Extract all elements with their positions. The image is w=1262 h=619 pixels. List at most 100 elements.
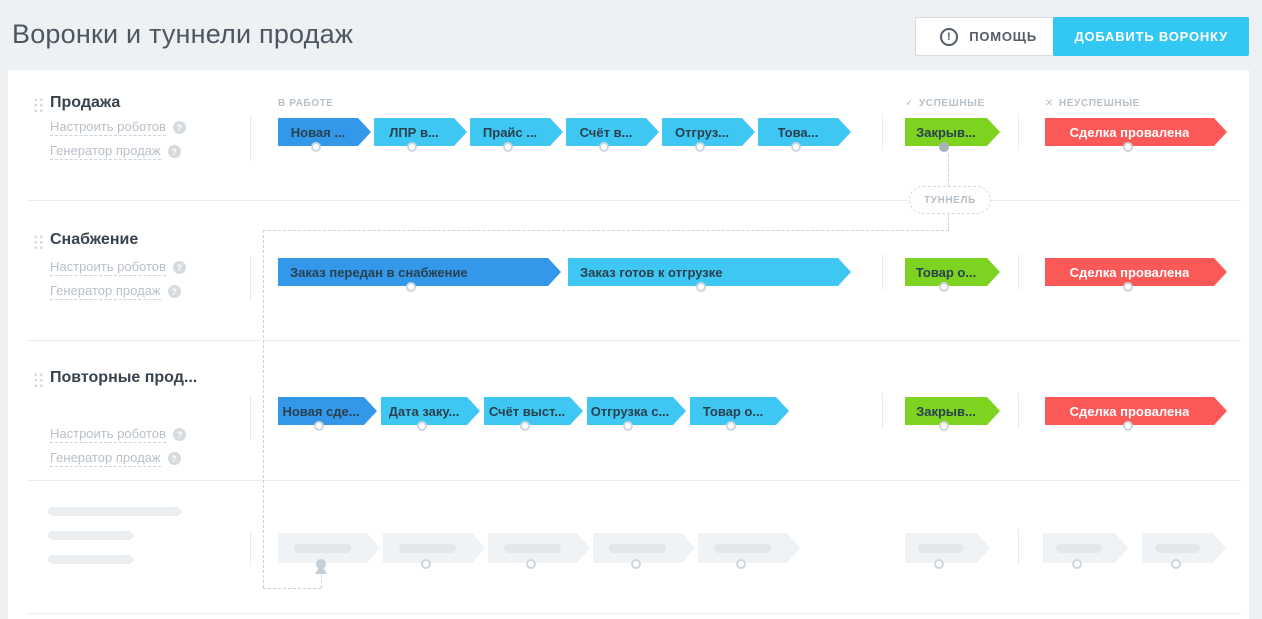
funnel-row-supply: Снабжение Настроить роботов ? Генератор … (8, 200, 1249, 340)
stage-arrow-fail[interactable]: Сделка провалена (1045, 258, 1227, 292)
skeleton-stage-arrow[interactable] (698, 533, 800, 569)
stage-arrow-shape: Отгрузка с... (587, 397, 686, 425)
skeleton-stage-arrow[interactable] (593, 533, 695, 569)
stage-connector-dot[interactable] (696, 282, 706, 292)
stage-arrow-success[interactable]: Закрыв... (905, 397, 1000, 431)
stage-connector-dot[interactable] (599, 142, 609, 152)
funnel-name[interactable]: Продажа (50, 94, 121, 111)
funnel-name[interactable]: Повторные прод... (50, 369, 198, 386)
stage-arrow[interactable]: Товар о... (690, 397, 789, 431)
skeleton-stage-arrow[interactable] (1142, 533, 1226, 569)
stage-label: Закрыв... (916, 403, 976, 419)
stage-arrow-success[interactable]: Закрыв... (905, 118, 1000, 152)
stage-arrow[interactable]: Това... (758, 118, 851, 152)
help-button[interactable]: ! ПОМОЩЬ (915, 17, 1062, 56)
stage-connector-dot[interactable] (726, 421, 736, 431)
stage-arrow[interactable]: Новая сде... (278, 397, 377, 431)
stage-arrow[interactable]: Заказ передан в снабжение (278, 258, 561, 292)
stage-arrow-shape (593, 533, 695, 563)
stage-connector-dot[interactable] (1122, 421, 1133, 431)
stage-connector-dot[interactable] (525, 559, 536, 569)
skeleton-stage-bar (918, 544, 964, 553)
stage-arrow[interactable]: Отгрузка с... (587, 397, 686, 431)
stage-connector-dot[interactable] (520, 421, 530, 431)
stage-arrow-shape: Отгруз... (662, 118, 755, 146)
skeleton-link-bar (48, 555, 133, 564)
column-divider (1018, 529, 1019, 565)
stage-arrow[interactable]: Новая ... (278, 118, 371, 152)
vertical-scrollbar[interactable] (1251, 86, 1258, 578)
question-circle-icon[interactable]: ? (167, 285, 181, 298)
stage-arrow[interactable]: ЛПР в... (374, 118, 467, 152)
tunnel-badge[interactable]: ТУННЕЛЬ (909, 186, 991, 214)
stage-connector-dot[interactable] (1122, 142, 1133, 152)
stage-arrow[interactable]: Дата заку... (381, 397, 480, 431)
stage-connector-dot[interactable] (939, 142, 949, 152)
skeleton-title-bar (48, 507, 181, 516)
info-icon: ! (940, 27, 959, 46)
stage-arrow-shape: Заказ готов к отгрузке (568, 258, 851, 286)
stage-connector-dot[interactable] (407, 142, 417, 152)
stage-connector-dot[interactable] (623, 421, 633, 431)
drag-handle-icon[interactable] (33, 234, 44, 251)
funnels-board: ТУННЕЛЬ В РАБОТЕ ✓ УСПЕШНЫЕ ✕ НЕУСПЕШНЫЕ… (8, 70, 1258, 619)
skeleton-stage-arrow[interactable] (905, 533, 990, 569)
stage-connector-dot[interactable] (406, 282, 416, 292)
question-circle-icon[interactable]: ? (167, 145, 181, 158)
stage-connector-dot[interactable] (939, 421, 949, 431)
skeleton-stage-arrow[interactable] (1043, 533, 1128, 569)
configure-robots-link[interactable]: Настроить роботов ? (50, 259, 186, 276)
stage-arrow-fail[interactable]: Сделка провалена (1045, 118, 1227, 152)
stage-label: Счёт выст... (488, 403, 566, 419)
skeleton-stage-arrow[interactable] (383, 533, 485, 569)
stage-label: Сделка провалена (1069, 403, 1190, 419)
stage-arrow-shape (698, 533, 800, 563)
stage-arrow[interactable]: Заказ готов к отгрузке (568, 258, 851, 292)
sales-generator-link[interactable]: Генератор продаж ? (50, 143, 181, 160)
drag-handle-icon[interactable] (33, 97, 44, 114)
skeleton-stage-bar (714, 544, 771, 553)
stage-connector-dot[interactable] (735, 559, 746, 569)
stage-connector-dot[interactable] (503, 142, 513, 152)
stage-arrow[interactable]: Прайс ... (470, 118, 563, 152)
configure-robots-link[interactable]: Настроить роботов ? (50, 426, 186, 443)
question-circle-icon[interactable]: ? (172, 261, 186, 274)
stage-connector-dot[interactable] (791, 142, 801, 152)
skeleton-stage-bar (1155, 544, 1200, 553)
stage-connector-dot[interactable] (630, 559, 641, 569)
skeleton-stage-bar (1056, 544, 1102, 553)
stage-connector-dot[interactable] (1122, 282, 1133, 292)
stage-arrow-fail[interactable]: Сделка провалена (1045, 397, 1227, 431)
configure-robots-link[interactable]: Настроить роботов ? (50, 119, 186, 136)
question-circle-icon[interactable]: ? (172, 428, 186, 441)
stage-connector-dot[interactable] (934, 559, 944, 569)
stage-label: Счёт в... (579, 124, 633, 140)
stage-label: Заказ готов к отгрузке (580, 264, 723, 280)
stage-connector-dot[interactable] (695, 142, 705, 152)
question-circle-icon[interactable]: ? (172, 121, 186, 134)
skeleton-stage-arrow[interactable] (488, 533, 590, 569)
sales-generator-link[interactable]: Генератор продаж ? (50, 450, 181, 467)
stage-connector-dot[interactable] (420, 559, 431, 569)
stage-label: Закрыв... (916, 124, 976, 140)
skeleton-stage-arrow[interactable] (278, 533, 380, 569)
funnel-name[interactable]: Снабжение (50, 231, 139, 248)
stage-arrow-success[interactable]: Товар о... (905, 258, 1000, 292)
tunnel-line-horizontal-bottom (263, 588, 321, 589)
stage-connector-dot[interactable] (314, 421, 324, 431)
question-circle-icon[interactable]: ? (167, 452, 181, 465)
stage-connector-dot[interactable] (939, 282, 949, 292)
stage-arrow-shape: Дата заку... (381, 397, 480, 425)
stage-connector-dot[interactable] (417, 421, 427, 431)
stage-arrow[interactable]: Счёт в... (566, 118, 659, 152)
stage-connector-dot[interactable] (311, 142, 321, 152)
stage-arrow-shape (488, 533, 590, 563)
stage-connector-dot[interactable] (1170, 559, 1181, 569)
add-funnel-button[interactable]: ДОБАВИТЬ ВОРОНКУ (1053, 17, 1249, 56)
drag-handle-icon[interactable] (33, 372, 44, 389)
stage-connector-dot[interactable] (1072, 559, 1082, 569)
stage-arrow[interactable]: Счёт выст... (484, 397, 583, 431)
stage-arrow[interactable]: Отгруз... (662, 118, 755, 152)
sales-generator-link[interactable]: Генератор продаж ? (50, 283, 181, 300)
